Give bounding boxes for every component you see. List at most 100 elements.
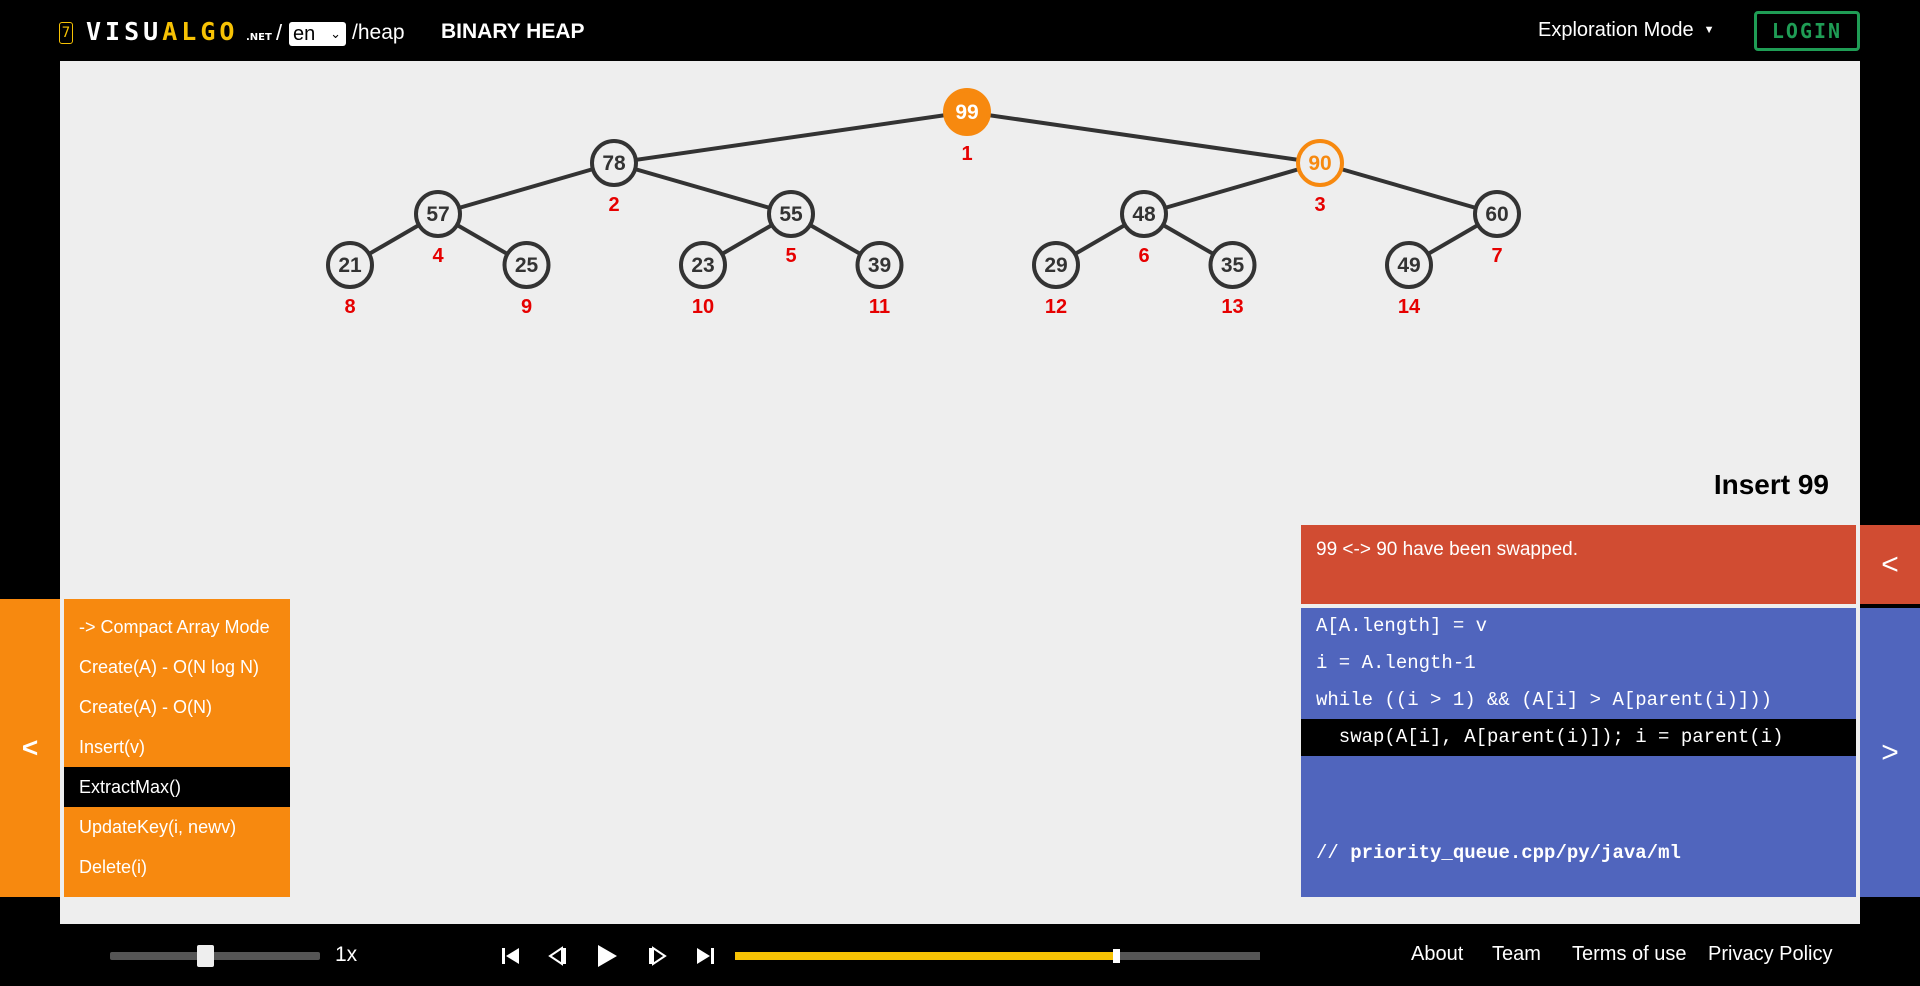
heap-node-value: 29 xyxy=(1044,254,1067,277)
pseudocode-panel: A[A.length] = v i = A.length-1 while ((i… xyxy=(1301,608,1856,897)
speed-label: 1x xyxy=(335,943,358,966)
heap-node-value: 35 xyxy=(1221,254,1245,277)
heap-node-value: 21 xyxy=(338,254,362,277)
code-source-link[interactable]: // priority_queue.cpp/py/java/ml xyxy=(1316,842,1681,864)
heap-node-index: 5 xyxy=(785,245,796,267)
step-forward-icon[interactable] xyxy=(644,942,672,970)
footer-link-privacy[interactable]: Privacy Policy xyxy=(1708,943,1833,965)
heap-node-index: 14 xyxy=(1398,296,1421,318)
top-bar: 7 VISUALGO .NET / en⌄ /heap BINARY HEAP … xyxy=(0,0,1920,61)
heap-node[interactable] xyxy=(1032,241,1080,289)
heap-node[interactable] xyxy=(679,241,727,289)
heap-node[interactable] xyxy=(414,190,462,238)
language-select[interactable]: en ⌄ xyxy=(289,22,346,46)
heap-node-index: 13 xyxy=(1221,296,1243,318)
heap-node[interactable] xyxy=(1120,190,1168,238)
menu-item-delete[interactable]: Delete(i) xyxy=(79,857,148,877)
heap-node-index: 2 xyxy=(608,194,619,216)
heap-node-index: 7 xyxy=(1491,245,1502,267)
heap-node-index: 1 xyxy=(961,143,972,165)
heap-node-index: 6 xyxy=(1138,245,1149,267)
footer-link-terms[interactable]: Terms of use xyxy=(1572,943,1687,965)
status-panel-toggle[interactable]: < xyxy=(1860,525,1920,604)
heap-node[interactable] xyxy=(590,139,638,187)
heap-node-value: 60 xyxy=(1485,203,1508,226)
heap-node-value: 99 xyxy=(955,101,978,124)
go-to-start-icon[interactable] xyxy=(497,942,525,970)
heap-edge xyxy=(613,110,968,165)
login-button[interactable]: LOGIN xyxy=(1754,11,1860,51)
footer-link-team[interactable]: Team xyxy=(1492,943,1541,965)
speed-slider-thumb[interactable] xyxy=(197,945,214,967)
code-line: swap(A[i], A[parent(i)]); i = parent(i) xyxy=(1301,719,1856,756)
heap-node-index: 12 xyxy=(1045,296,1067,318)
code-line: A[A.length] = v xyxy=(1316,615,1488,637)
heap-node-value: 49 xyxy=(1397,254,1420,277)
heap-edge xyxy=(1319,161,1498,216)
heap-node-value: 48 xyxy=(1132,203,1156,226)
logo[interactable]: VISUALGO xyxy=(86,17,238,46)
code-line: i = A.length-1 xyxy=(1316,652,1476,674)
code-panel-toggle[interactable]: > xyxy=(1860,608,1920,897)
go-to-end-icon[interactable] xyxy=(691,942,719,970)
heap-node[interactable] xyxy=(1473,190,1521,238)
menu-item-create-nlogn[interactable]: Create(A) - O(N log N) xyxy=(79,657,260,677)
code-comment-prefix: // xyxy=(1316,842,1351,864)
heap-node-value: 23 xyxy=(691,254,714,277)
logo-suffix: .NET xyxy=(246,32,272,43)
progress-bar[interactable] xyxy=(735,949,1260,963)
heap-node[interactable] xyxy=(855,241,904,289)
heap-node[interactable] xyxy=(1208,241,1257,289)
heap-edge xyxy=(437,161,615,216)
logo-badge[interactable]: 7 xyxy=(59,22,73,44)
heap-node-index: 10 xyxy=(692,296,714,318)
logo-part-2: ALGO xyxy=(162,17,239,46)
mode-select[interactable]: Exploration Mode▼ xyxy=(1538,19,1715,42)
actions-menu: -> Compact Array Mode Create(A) - O(N lo… xyxy=(64,599,290,897)
heap-node[interactable] xyxy=(502,241,551,289)
heap-node-value: 78 xyxy=(602,152,626,175)
dropdown-triangle-icon: ▼ xyxy=(1703,24,1715,36)
heap-node-index: 11 xyxy=(869,296,890,318)
heap-node-value: 57 xyxy=(426,203,449,226)
footer-link-about[interactable]: About xyxy=(1411,943,1464,965)
menu-item-extract-max[interactable]: ExtractMax() xyxy=(64,767,290,807)
menu-item-compact-array-mode[interactable]: -> Compact Array Mode xyxy=(79,617,270,637)
heap-node-value: 25 xyxy=(515,254,539,277)
status-message: 99 <-> 90 have been swapped. xyxy=(1316,539,1578,560)
heap-edge xyxy=(1143,161,1321,216)
heap-node-index: 4 xyxy=(432,245,444,267)
heap-node-value: 55 xyxy=(779,203,803,226)
status-panel: 99 <-> 90 have been swapped. xyxy=(1301,525,1856,604)
menu-item-update-key[interactable]: UpdateKey(i, newv) xyxy=(79,817,237,837)
code-source-files: priority_queue.cpp/py/java/ml xyxy=(1350,842,1681,864)
heap-node[interactable] xyxy=(1385,241,1433,289)
page-path[interactable]: /heap xyxy=(352,21,405,44)
step-backward-icon[interactable] xyxy=(543,942,571,970)
heap-node[interactable] xyxy=(943,88,991,136)
heap-node-index: 9 xyxy=(521,296,532,318)
logo-part-1: VISU xyxy=(86,17,163,46)
heap-node-value: 39 xyxy=(868,254,891,277)
heap-node-value: 90 xyxy=(1308,152,1331,175)
actions-menu-toggle[interactable]: < xyxy=(0,599,60,897)
chevron-down-icon: ⌄ xyxy=(330,26,341,41)
path-separator: / xyxy=(276,20,283,45)
heap-edge xyxy=(613,161,792,216)
heap-node[interactable] xyxy=(1296,139,1344,187)
speed-slider[interactable] xyxy=(110,952,320,960)
heap-node-index: 3 xyxy=(1314,194,1325,216)
progress-fill xyxy=(735,952,1113,960)
play-icon[interactable] xyxy=(592,942,620,970)
progress-thumb[interactable] xyxy=(1113,949,1120,963)
language-value: en xyxy=(293,23,316,45)
heap-node[interactable] xyxy=(767,190,815,238)
menu-item-create-n[interactable]: Create(A) - O(N) xyxy=(79,697,213,717)
code-line: while ((i > 1) && (A[i] > A[parent(i)])) xyxy=(1316,689,1773,711)
status-title: Insert 99 xyxy=(1713,469,1829,500)
heap-node[interactable] xyxy=(326,241,374,289)
menu-item-insert[interactable]: Insert(v) xyxy=(79,737,146,757)
heap-edge xyxy=(966,110,1321,165)
